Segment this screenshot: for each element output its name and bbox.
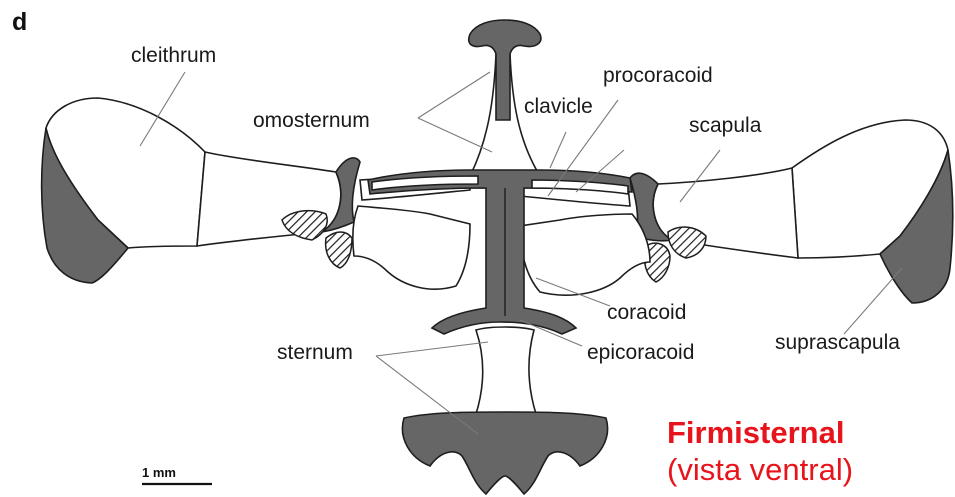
right-coracoid xyxy=(520,214,650,295)
label-suprascapula: suprascapula xyxy=(775,331,900,354)
scale-bar-label: 1 mm xyxy=(142,465,176,480)
label-omosternum: omosternum xyxy=(253,109,370,132)
panel-letter: d xyxy=(12,8,27,36)
label-procoracoid: procoracoid xyxy=(603,64,713,87)
leader-clavicle xyxy=(550,132,566,168)
sternum-plate xyxy=(402,412,607,494)
scale-bar: 1 mm xyxy=(142,465,212,484)
leader-suprascapula xyxy=(844,268,902,334)
label-sternum: sternum xyxy=(277,341,353,364)
label-scapula: scapula xyxy=(689,114,762,137)
sternum-shaft xyxy=(476,327,536,414)
leader-sternum-1 xyxy=(376,342,488,356)
label-coracoid: coracoid xyxy=(607,301,686,324)
label-cleithrum: cleithrum xyxy=(131,44,216,67)
label-epicoracoid: epicoracoid xyxy=(587,341,694,364)
left-coracoid xyxy=(353,206,470,289)
leader-omosternum-1 xyxy=(418,72,490,118)
label-clavicle: clavicle xyxy=(524,95,593,118)
right-hatched-upper xyxy=(668,227,706,258)
caption-subtitle: (vista ventral) xyxy=(667,452,853,487)
left-hatched-lower xyxy=(326,232,352,268)
leader-omosternum-2 xyxy=(418,118,492,152)
caption-title: Firmisternal xyxy=(667,415,844,450)
